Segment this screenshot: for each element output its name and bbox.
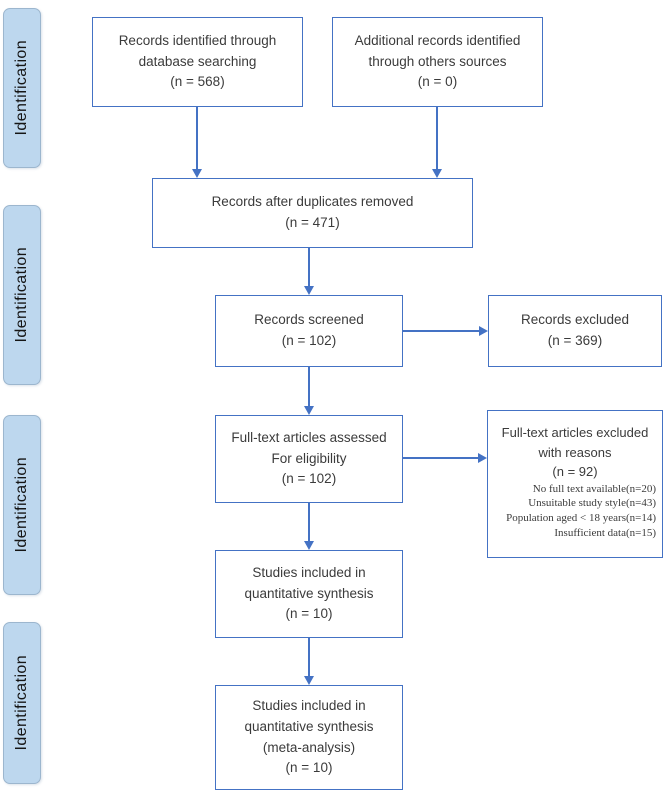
- exclusion-reason: No full text available(n=20): [532, 482, 656, 495]
- stage-label-identification-4: Identification: [3, 622, 41, 784]
- stage-label-text: Identification: [13, 655, 30, 751]
- arrow-down-icon: [432, 169, 442, 178]
- box-quantitative-synthesis: Studies included in quantitative synthes…: [215, 550, 403, 638]
- arrow-shaft: [403, 330, 479, 332]
- arrow-screened-to-excluded: [403, 325, 488, 337]
- stage-label-identification-2: Identification: [3, 205, 41, 385]
- box-text-line: Studies included in: [252, 564, 366, 580]
- exclusion-reason: Unsuitable study style(n=43): [528, 497, 656, 510]
- box-text-line: database searching: [138, 53, 257, 69]
- arrow-additional-to-duplicates: [431, 107, 443, 178]
- arrow-right-icon: [479, 326, 488, 336]
- box-count: (n = 10): [285, 760, 333, 776]
- box-text-line: Studies included in: [252, 697, 366, 713]
- box-records-excluded: Records excluded (n = 369): [488, 295, 662, 367]
- box-count: (n = 369): [547, 333, 603, 348]
- box-text-line: Full-text articles excluded: [501, 425, 649, 440]
- arrow-shaft: [308, 367, 310, 406]
- box-count: (n = 102): [281, 471, 337, 487]
- box-count: (n = 568): [170, 74, 225, 90]
- arrow-shaft: [308, 638, 310, 676]
- arrow-identified-to-duplicates: [191, 107, 203, 178]
- arrow-fulltext-to-excluded: [403, 452, 487, 464]
- box-text-line: through others sources: [368, 53, 507, 69]
- arrow-down-icon: [304, 286, 314, 295]
- box-text-line: Full-text articles assessed: [231, 429, 387, 445]
- box-count: (n = 92): [552, 464, 598, 479]
- box-fulltext-excluded: Full-text articles excluded with reasons…: [487, 410, 663, 558]
- stage-label-text: Identification: [13, 40, 30, 136]
- box-text-line: (meta-analysis): [262, 739, 356, 755]
- box-count: (n = 10): [285, 606, 333, 622]
- box-meta-analysis: Studies included in quantitative synthes…: [215, 685, 403, 790]
- arrow-shaft: [436, 107, 438, 169]
- box-count: (n = 471): [285, 215, 340, 230]
- box-text-line: Additional records identified: [354, 32, 521, 48]
- box-records-screened: Records screened (n = 102): [215, 295, 403, 367]
- box-text-line: quantitative synthesis: [244, 585, 374, 601]
- arrow-shaft: [308, 248, 310, 286]
- box-records-identified: Records identified through database sear…: [92, 17, 303, 107]
- arrow-down-icon: [304, 541, 314, 550]
- box-text-line: Records screened: [254, 312, 364, 328]
- arrow-down-icon: [304, 676, 314, 685]
- arrow-screened-to-fulltext: [303, 367, 315, 415]
- arrow-shaft: [403, 457, 478, 459]
- stage-label-identification-1: Identification: [3, 8, 41, 168]
- arrow-right-icon: [478, 453, 487, 463]
- arrow-shaft: [196, 107, 198, 169]
- box-text-line: Records identified through: [118, 32, 277, 48]
- arrow-quantitative-to-meta: [303, 638, 315, 685]
- arrow-fulltext-to-quantitative: [303, 503, 315, 550]
- box-count: (n = 102): [281, 333, 337, 348]
- exclusion-reason: Insufficient data(n=15): [554, 526, 656, 539]
- stage-label-identification-3: Identification: [3, 415, 41, 595]
- arrow-shaft: [308, 503, 310, 541]
- box-text-line: with reasons: [538, 444, 612, 460]
- box-text-line: Records after duplicates removed: [211, 194, 414, 210]
- arrow-down-icon: [304, 406, 314, 415]
- box-text-line: For eligibility: [271, 450, 347, 466]
- box-additional-records: Additional records identified through ot…: [332, 17, 543, 107]
- box-fulltext-assessed: Full-text articles assessed For eligibil…: [215, 415, 403, 503]
- box-text-line: Records excluded: [520, 312, 630, 328]
- arrow-down-icon: [192, 169, 202, 178]
- arrow-duplicates-to-screened: [303, 248, 315, 295]
- box-count: (n = 0): [417, 74, 458, 90]
- box-text-line: quantitative synthesis: [244, 718, 374, 734]
- exclusion-reason: Population aged < 18 years(n=14): [506, 512, 656, 524]
- stage-label-text: Identification: [13, 457, 30, 553]
- box-after-duplicates: Records after duplicates removed (n = 47…: [152, 178, 473, 248]
- stage-label-text: Identification: [13, 247, 30, 343]
